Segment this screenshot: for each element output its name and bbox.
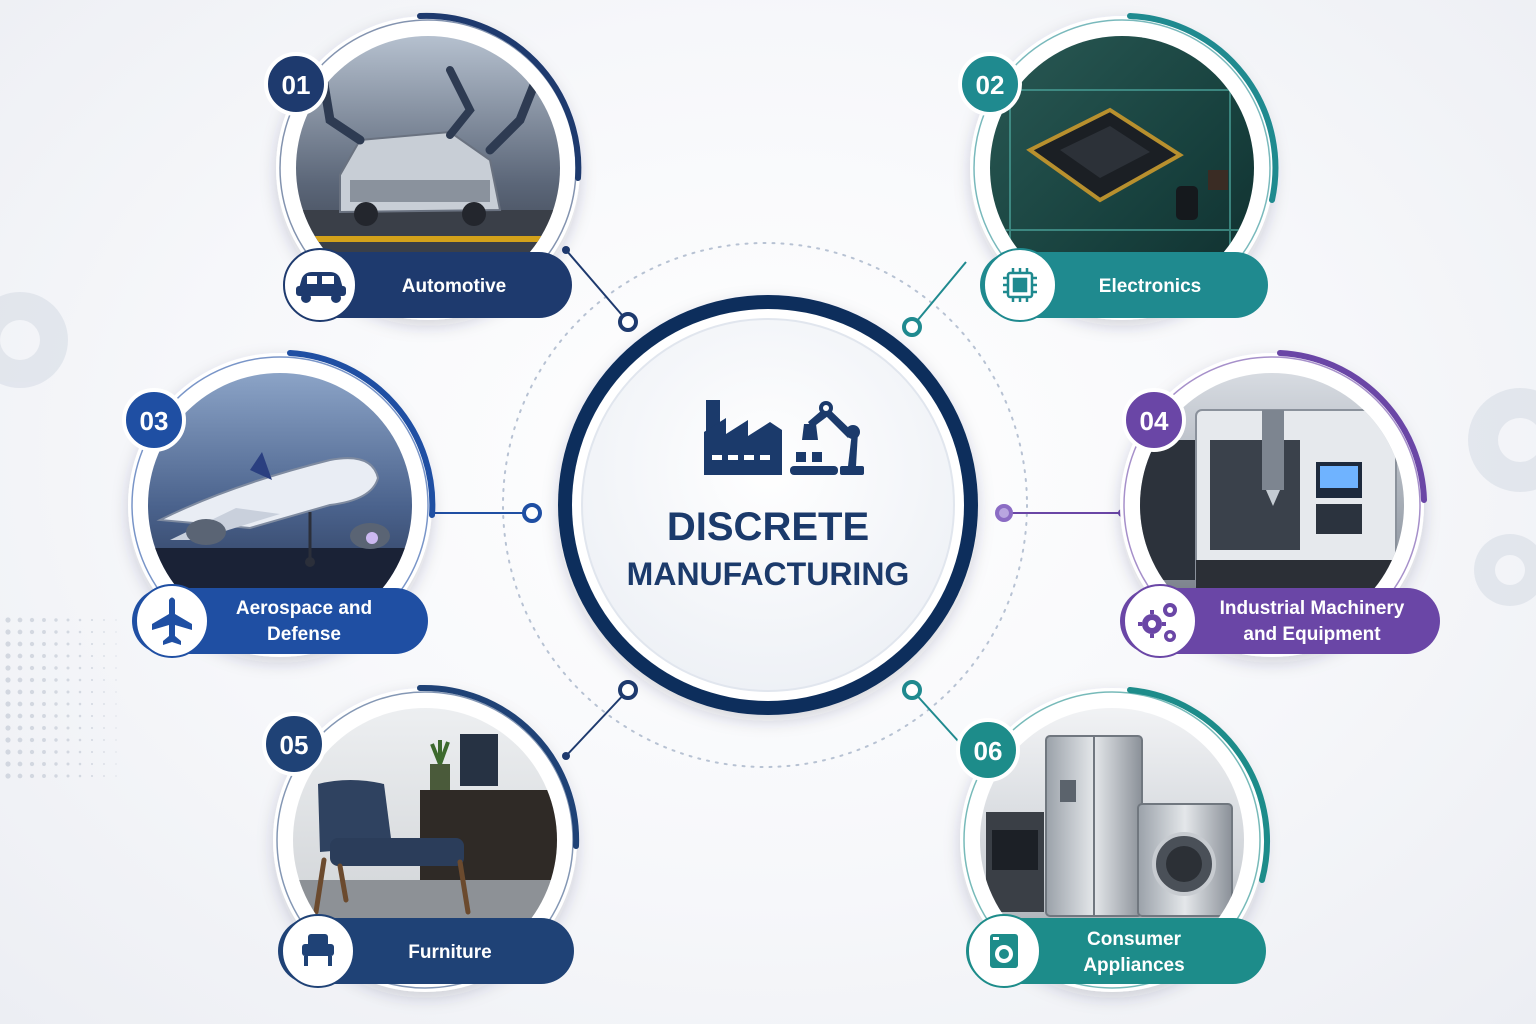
industry-label: Appliances	[1083, 955, 1184, 976]
industry-card-aerospace-and-defense[interactable]: Aerospace and Defense 03	[122, 350, 436, 658]
industry-number: 03	[140, 406, 169, 436]
industry-card-industrial-machinery[interactable]: Industrial Machinery and Equipment 04	[1120, 350, 1440, 658]
industry-number: 02	[976, 70, 1005, 100]
airplane-icon	[152, 597, 192, 645]
industry-label: Automotive	[402, 276, 507, 297]
industry-number: 04	[1140, 406, 1169, 436]
industry-label: Aerospace and	[236, 598, 372, 619]
center-hub	[558, 295, 978, 715]
industry-label: Furniture	[408, 942, 491, 963]
industry-card-automotive[interactable]: Automotive 01	[264, 12, 582, 322]
washing-machine-icon	[990, 934, 1018, 968]
orbit-ring	[502, 242, 1028, 768]
industry-label: Industrial Machinery	[1220, 598, 1405, 619]
background-gear-right-icon	[1468, 388, 1536, 606]
industry-number: 01	[282, 70, 311, 100]
center-title-line1: DISCRETE	[667, 505, 869, 549]
industry-label: Consumer	[1087, 929, 1182, 950]
industry-number: 05	[280, 730, 309, 760]
industry-number: 06	[974, 736, 1003, 766]
factory-robot-arm-icon	[704, 400, 864, 475]
gears-icon	[1138, 603, 1177, 642]
industry-label: and Equipment	[1243, 624, 1381, 645]
armchair-icon	[302, 934, 334, 966]
background-gear-left-icon	[0, 292, 68, 388]
industry-label: Defense	[267, 624, 341, 645]
center-title-line2: MANUFACTURING	[627, 556, 910, 592]
background-dot-pattern	[5, 617, 117, 779]
industry-card-furniture[interactable]: Furniture 05	[262, 684, 580, 992]
car-icon	[296, 272, 346, 303]
industry-card-consumer-appliances[interactable]: Consumer Appliances 06	[956, 687, 1271, 992]
industry-label: Electronics	[1099, 276, 1201, 297]
industry-card-electronics[interactable]: Electronics 02	[958, 13, 1279, 322]
chip-icon	[1003, 268, 1037, 302]
